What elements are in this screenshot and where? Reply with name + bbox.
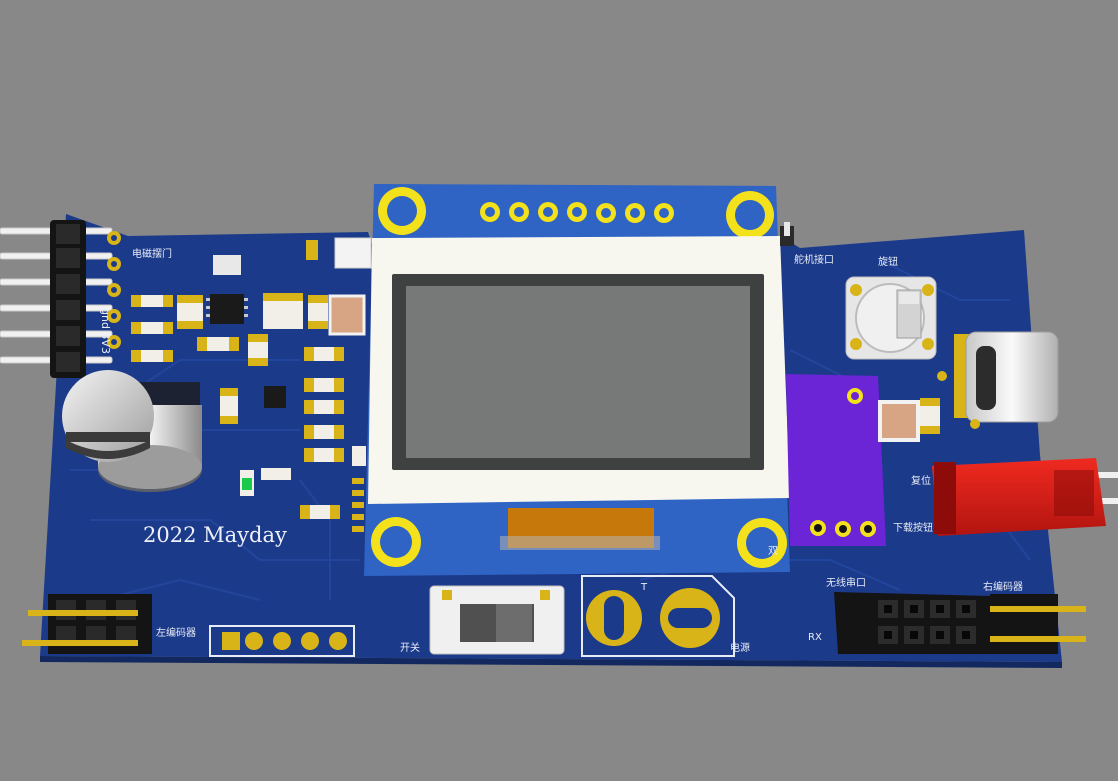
smd-components-left [131,237,372,532]
servo-port [780,222,794,246]
oled-active-area [406,286,750,458]
label-download: 下载按钮 [893,523,933,534]
label-right-encoder: 右编码器 [983,582,1023,593]
smd-components-right [878,398,940,442]
label-switch: 开关 [400,643,420,654]
label-magnet-door: 电磁摆门 [132,249,172,260]
green-led-icon [240,470,254,496]
label-servo-port: 舵机接口 [794,255,834,266]
label-wireless-serial: 无线串口 [826,578,866,589]
pad-row [209,625,355,657]
slide-switch-icon [429,585,565,655]
oled-screen [392,274,764,470]
usb-c-port-icon [937,331,1059,429]
left-pin-header [0,220,121,378]
rotary-encoder-icon [845,276,937,360]
electrolytic-capacitor-icon [62,370,202,492]
label-power-pins: gnd 3V3 [99,308,112,354]
wireless-serial-header [834,592,1086,654]
label-power: 电源 [730,643,750,654]
power-terminal-icon [581,575,735,657]
year-silkscreen: 2022 Mayday [143,523,287,547]
label-reset: 复位 [911,476,931,487]
red-connector [932,458,1118,536]
label-rx: RX [808,632,822,643]
purple-module [786,374,886,546]
left-encoder-header [22,594,152,654]
pcb-edge [40,656,1062,668]
label-misc: 双 [768,546,778,557]
label-knob: 旋钮 [878,257,898,268]
label-left-encoder: 左编码器 [156,628,196,639]
label-power-t: T [641,582,648,593]
